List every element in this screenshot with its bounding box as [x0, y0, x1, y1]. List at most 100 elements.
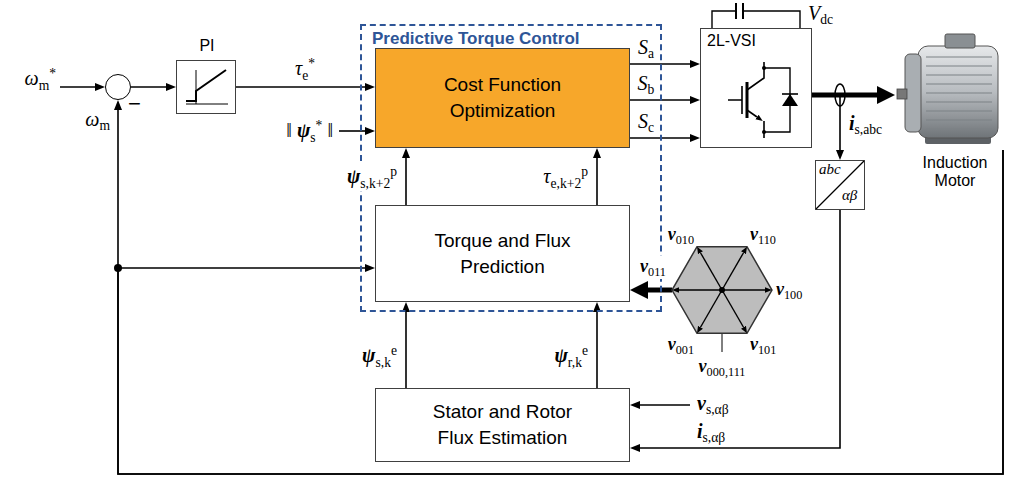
igbt-symbol: [747, 62, 764, 138]
node-text: Torque and Flux Prediction: [415, 228, 590, 279]
signal-connector: [630, 99, 690, 101]
text-run: i: [697, 420, 703, 442]
signal-label: ψr,ke: [552, 343, 590, 370]
text-run: Induction Motor: [923, 154, 988, 189]
label-holder: ψs,k+2p: [345, 164, 399, 191]
text-run: αβ: [842, 187, 857, 203]
control-group: Predictive Torque ControlCost Function O…: [360, 24, 662, 312]
inverter-box: 2L-VSI: [700, 28, 812, 148]
text-run: r,k: [568, 355, 582, 370]
signal-connector: [630, 63, 690, 65]
wire-dot: [762, 130, 766, 134]
label-holder: ωm: [83, 108, 112, 134]
text-run: S: [638, 36, 648, 58]
text-run: p: [581, 164, 588, 179]
text-run: −: [128, 91, 141, 116]
signal-connector: [596, 312, 598, 388]
text-run: abc: [819, 161, 841, 177]
process-box: Torque and Flux Prediction: [375, 205, 630, 302]
text-run: Torque and Flux Prediction: [434, 230, 570, 277]
text-holder: Stator and Rotor Flux Estimation: [415, 399, 590, 450]
node-text: v110: [750, 224, 776, 247]
text-run: v: [668, 334, 676, 354]
label-holder: Vdc: [806, 2, 835, 28]
node-text: v011: [638, 256, 668, 279]
diagonal-line: [816, 161, 864, 209]
hexagon-outline: [672, 240, 772, 340]
voltage-vector: [701, 290, 723, 327]
voltage-vector: [679, 289, 722, 290]
text-run: v: [750, 334, 758, 354]
text-run: τ: [543, 165, 550, 187]
node-text: Predictive Torque Control: [372, 29, 580, 49]
motor: Induction Motor: [895, 28, 1015, 150]
text-run: ψ: [554, 344, 567, 366]
pi-ramp-icon: [186, 70, 228, 104]
motor-shaft: [897, 89, 907, 99]
text-run: s,abc: [855, 122, 883, 137]
node-text: −: [128, 91, 141, 116]
signal-label: Sc: [636, 110, 656, 136]
text-run: *: [316, 118, 323, 133]
text-holder: PI: [199, 37, 214, 55]
text-run: v: [668, 224, 676, 244]
signal-connector: [236, 86, 365, 88]
signal-connector: [405, 312, 407, 388]
pi-ramp-icon: [186, 70, 226, 101]
text-run: *: [308, 56, 315, 71]
capacitor-wire: [712, 11, 800, 28]
text-run: s: [310, 130, 315, 145]
text-run: ‖: [286, 119, 297, 141]
text-run: ω: [85, 108, 99, 130]
node-text: Cost Function Optimization: [415, 72, 590, 123]
capacitor-plate: [736, 3, 743, 19]
voltage-vector: [722, 253, 744, 290]
text-holder: Cost Function Optimization: [415, 72, 590, 123]
voltage-vector: [722, 289, 765, 290]
pi-controller: PI: [176, 60, 236, 114]
text-run: s,k: [375, 355, 391, 370]
text-run: S: [638, 110, 648, 132]
diode-symbol: [782, 93, 798, 95]
igbt-emitter: [747, 110, 757, 117]
voltage-vector-hexagon: v010v110v011v100v001v101v000,111: [672, 240, 772, 340]
signal-label: vs,αβ: [695, 392, 731, 418]
node-text: v000,111: [699, 356, 746, 379]
label-holder: is,αβ: [695, 420, 727, 446]
node-text: Stator and Rotor Flux Estimation: [415, 399, 590, 450]
text-run: v: [699, 356, 707, 376]
signal-connector: [405, 158, 407, 205]
text-run: i: [849, 112, 855, 134]
text-run: v: [776, 279, 784, 299]
motor-end-bell: [905, 54, 921, 132]
node-text: v100: [776, 279, 802, 302]
signal-label: Vdc: [806, 2, 835, 28]
text-run: m: [99, 118, 110, 133]
label-holder: vs,αβ: [695, 392, 731, 418]
label-holder: τe,k+2p: [541, 164, 590, 191]
text-run: 101: [758, 343, 776, 357]
text-holder: −: [128, 91, 141, 116]
text-holder: v011: [638, 256, 668, 279]
text-run: 011: [648, 265, 666, 279]
text-run: Stator and Rotor Flux Estimation: [433, 401, 572, 448]
text-run: c: [648, 120, 654, 135]
text-run: Cost Function Optimization: [444, 74, 561, 121]
transform-box: abcαβ: [815, 160, 865, 210]
node-text: v010: [668, 224, 694, 247]
text-holder: v101: [750, 334, 776, 357]
node-text: v001: [668, 334, 694, 357]
label-holder: Sb: [636, 72, 657, 98]
text-run: 000,111: [707, 365, 746, 379]
text-holder: abc: [819, 161, 841, 178]
text-holder: Predictive Torque Control: [372, 29, 580, 49]
text-holder: 2L-VSI: [707, 32, 756, 50]
node-text: abc: [819, 161, 841, 178]
signal-connector: [596, 158, 598, 205]
text-run: τ: [295, 57, 302, 79]
text-run: ψ: [362, 344, 375, 366]
motor-body: [918, 46, 998, 138]
